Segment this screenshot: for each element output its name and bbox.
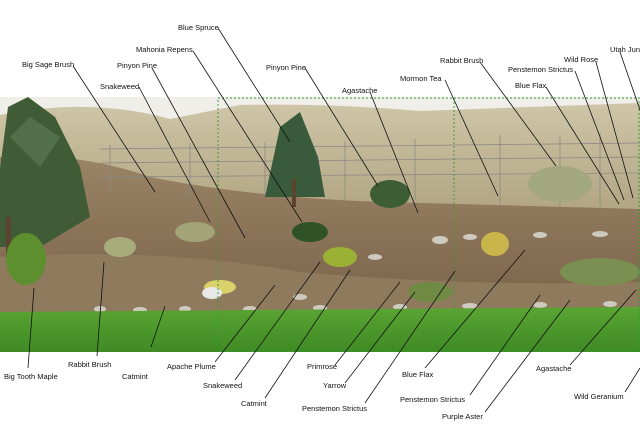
label-blue-spruce: Blue Spruce xyxy=(178,23,219,32)
label-snakeweed-bottom: Snakeweed xyxy=(203,381,243,390)
label-catmint-left: Catmint xyxy=(122,372,148,381)
label-wild-rose: Wild Rose xyxy=(564,55,599,64)
lawn xyxy=(0,307,640,352)
label-yarrow: Yarrow xyxy=(323,381,347,390)
label-agastache-top: Agastache xyxy=(342,86,378,95)
label-apache-plume: Apache Plume xyxy=(167,362,216,371)
label-penstemon-strictus-bottom1: Penstemon Strictus xyxy=(302,404,368,413)
label-pinyon-pine-left: Pinyon Pine xyxy=(117,61,158,70)
label-blue-flax-top: Blue Flax xyxy=(515,81,547,90)
label-mahonia-repens: Mahonia Repens xyxy=(136,45,193,54)
label-snakeweed-top: Snakeweed xyxy=(100,82,140,91)
label-pinyon-pine-mid: Pinyon Pine xyxy=(266,63,307,72)
label-utah-juniper: Utah Juniper xyxy=(610,45,640,54)
label-mormon-tea: Mormon Tea xyxy=(400,74,442,83)
label-blue-flax-bottom: Blue Flax xyxy=(402,370,434,379)
garden-photo xyxy=(0,97,640,352)
label-primrose: Primrose xyxy=(307,362,338,371)
label-penstemon-strictus-bottom2: Penstemon Strictus xyxy=(400,395,466,404)
label-rabbit-brush-top: Rabbit Brush xyxy=(440,56,484,65)
garden-illustration xyxy=(0,97,640,352)
label-wild-geranium: Wild Geranium xyxy=(574,392,624,401)
label-big-tooth-maple: Big Tooth Maple xyxy=(4,372,58,381)
label-big-sage-brush: Big Sage Brush xyxy=(22,60,75,69)
label-penstemon-strictus-top: Penstemon Strictus xyxy=(508,65,574,74)
label-catmint-bottom: Catmint xyxy=(241,399,267,408)
label-rabbit-brush-bottom: Rabbit Brush xyxy=(68,360,112,369)
label-purple-aster: Purple Aster xyxy=(442,412,483,421)
label-agastache-bottom: Agastache xyxy=(536,364,572,373)
